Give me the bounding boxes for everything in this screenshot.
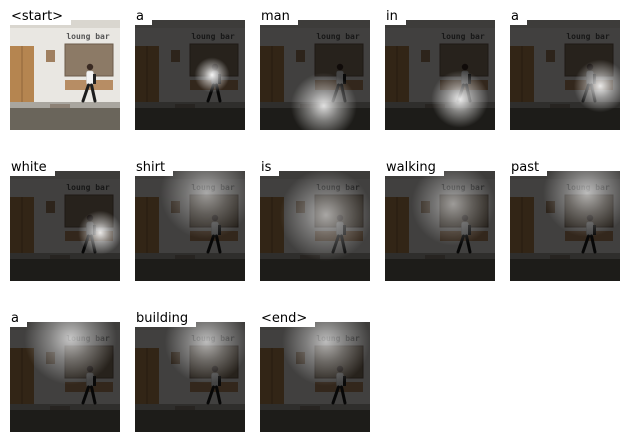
- man-leg-left: [81, 83, 90, 103]
- attention-heatmap: [385, 20, 495, 130]
- caption-word: <end>: [260, 310, 316, 327]
- caption-word: <start>: [10, 8, 72, 25]
- caption-word: is: [260, 159, 280, 176]
- caption-word: shirt: [135, 159, 174, 176]
- caption-word: man: [260, 8, 298, 25]
- frame-image: loung bar: [385, 171, 495, 281]
- caption-word: walking: [385, 159, 444, 176]
- frame-image: loung bar: [135, 20, 245, 130]
- man-leg-right: [90, 83, 97, 103]
- attention-heatmap: [260, 20, 370, 130]
- attention-map-tile: loung bara: [510, 8, 620, 130]
- attention-map-tile: loung barwhite: [10, 159, 120, 281]
- man-head: [86, 63, 94, 71]
- pavement: [10, 108, 120, 130]
- caption-word: in: [385, 8, 406, 25]
- caption-word: past: [510, 159, 548, 176]
- frame-image: loung bar: [385, 20, 495, 130]
- man-shirt: [86, 70, 94, 86]
- street-scene: loung bar: [10, 20, 120, 130]
- attention-map-tile: loung bara: [135, 8, 245, 130]
- frame-image: loung bar: [510, 171, 620, 281]
- attention-heatmap: [260, 171, 370, 281]
- attention-map-tile: loung bara: [10, 310, 120, 432]
- attention-heatmap: [510, 20, 620, 130]
- attention-heatmap: [10, 322, 120, 432]
- caption-word: a: [135, 8, 152, 25]
- attention-map-tile: loung bar<end>: [260, 310, 370, 432]
- attention-heatmap: [135, 20, 245, 130]
- attention-map-tile: loung barshirt: [135, 159, 245, 281]
- frame-image: loung bar: [260, 20, 370, 130]
- attention-map-tile: loung barin: [385, 8, 495, 130]
- frame-image: loung bar: [10, 322, 120, 432]
- attention-heatmap: [260, 322, 370, 432]
- attention-heatmap: [135, 322, 245, 432]
- walking-man: [81, 63, 97, 103]
- attention-heatmap: [135, 171, 245, 281]
- attention-map-tile: loung barpast: [510, 159, 620, 281]
- frame-image: loung bar: [135, 171, 245, 281]
- attention-map-tile: loung barman: [260, 8, 370, 130]
- vent-grate: [50, 104, 70, 108]
- attention-heatmap: [10, 171, 120, 281]
- caption-word: a: [10, 310, 27, 327]
- frame-image: loung bar: [260, 171, 370, 281]
- frame-image: loung bar: [10, 171, 120, 281]
- frame-image: loung bar: [510, 20, 620, 130]
- attention-map-tile: loung barbuilding: [135, 310, 245, 432]
- attention-heatmap: [385, 171, 495, 281]
- attention-heatmap: [510, 171, 620, 281]
- notice-plate: [46, 50, 55, 62]
- man-bag: [93, 74, 96, 84]
- caption-word: a: [510, 8, 527, 25]
- bar-sign: loung bar: [66, 32, 110, 41]
- caption-word: white: [10, 159, 55, 176]
- frame-image: loung bar: [135, 322, 245, 432]
- attention-map-tile: loung barwalking: [385, 159, 495, 281]
- attention-map-tile: loung baris: [260, 159, 370, 281]
- shop-window: [64, 43, 114, 77]
- original-image-tile: loung bar <start>: [10, 8, 120, 130]
- frame-image: loung bar: [10, 20, 120, 130]
- frame-image: loung bar: [260, 322, 370, 432]
- caption-word: building: [135, 310, 197, 327]
